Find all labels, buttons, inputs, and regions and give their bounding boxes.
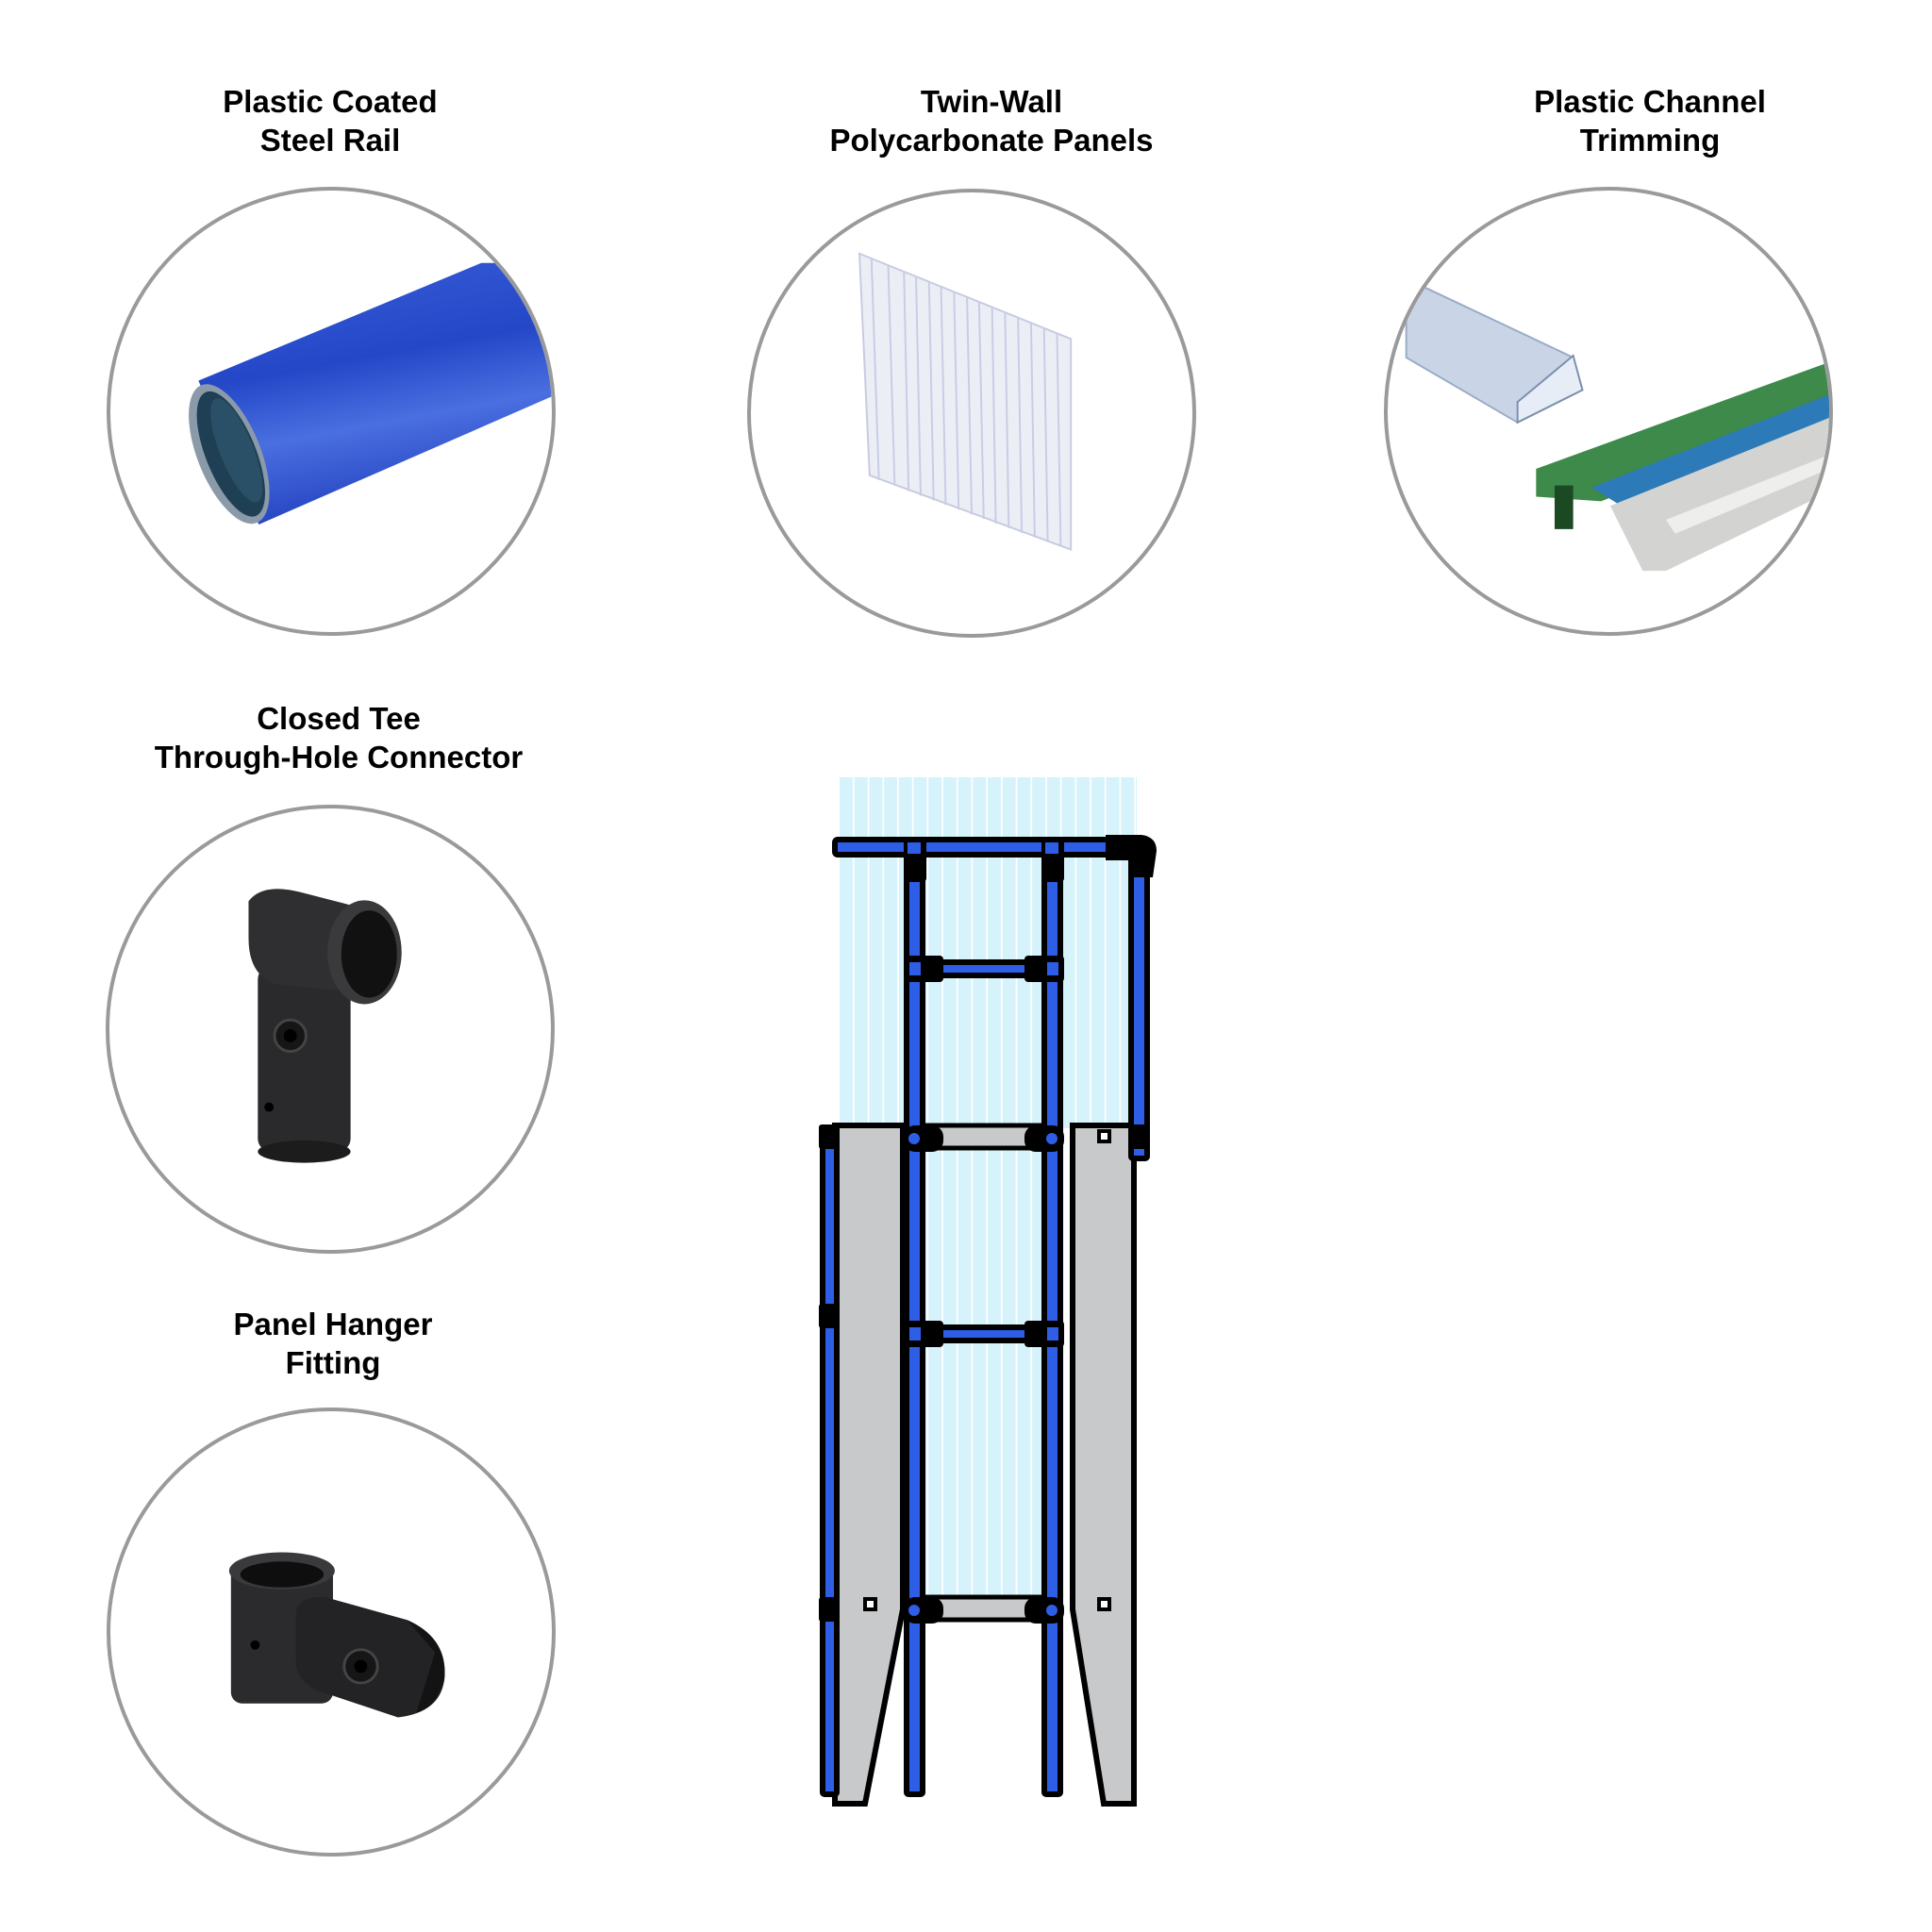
outer-post-right xyxy=(1128,851,1150,1161)
label-line: Panel Hanger xyxy=(233,1307,433,1341)
top-rail xyxy=(832,837,1144,858)
label-line: Steel Rail xyxy=(259,123,401,158)
polycarbonate-panel xyxy=(840,777,1137,1128)
product-circle-hanger-fitting xyxy=(107,1407,556,1857)
panel-hanger xyxy=(904,1597,943,1624)
label-line: Through-Hole Connector xyxy=(154,740,524,774)
product-circle-channel-trim xyxy=(1384,187,1833,636)
polycarbonate-panel-lower xyxy=(923,1128,1045,1600)
label-line: Fitting xyxy=(285,1345,381,1380)
side-clamp xyxy=(819,1597,840,1622)
blue-steel-tube-icon xyxy=(189,262,552,525)
label-line: Twin-Wall xyxy=(920,84,1063,119)
label-line: Polycarbonate Panels xyxy=(829,123,1154,158)
mounting-hole xyxy=(1097,1129,1111,1143)
product-circle-polycarbonate xyxy=(747,189,1196,638)
channel-trim-profiles-icon xyxy=(1405,276,1829,572)
panel-hanger xyxy=(904,1125,943,1152)
label-line: Plastic Channel xyxy=(1534,84,1766,119)
side-clamp xyxy=(819,1304,840,1328)
elbow-connector xyxy=(1106,835,1157,877)
label-line: Trimming xyxy=(1579,123,1721,158)
label-panel-hanger-fitting: Panel Hanger Fitting xyxy=(69,1305,597,1382)
side-clamp xyxy=(1129,1124,1150,1149)
mounting-hole xyxy=(863,1597,877,1611)
side-clamp xyxy=(819,1124,840,1149)
product-circle-tee-connector xyxy=(106,805,555,1254)
side-panel-right xyxy=(1070,1123,1137,1807)
label-twin-wall-polycarbonate-panels: Twin-Wall Polycarbonate Panels xyxy=(727,82,1256,159)
outer-post-left xyxy=(820,1129,840,1797)
label-closed-tee-connector: Closed Tee Through-Hole Connector xyxy=(75,699,603,776)
mounting-hole xyxy=(1097,1597,1111,1611)
side-panel-left xyxy=(832,1123,906,1807)
black-hanger-fitting-icon xyxy=(228,1552,445,1718)
panel-hanger xyxy=(1024,1125,1064,1152)
polycarbonate-sheet-icon xyxy=(858,252,1073,551)
product-circle-steel-rail xyxy=(107,187,556,636)
black-tee-connector-icon xyxy=(248,889,402,1163)
label-plastic-channel-trimming: Plastic Channel Trimming xyxy=(1386,82,1914,159)
panel-hanger xyxy=(1024,1597,1064,1624)
label-line: Closed Tee xyxy=(257,701,421,736)
label-plastic-coated-steel-rail: Plastic Coated Steel Rail xyxy=(66,82,594,159)
label-line: Plastic Coated xyxy=(223,84,438,119)
